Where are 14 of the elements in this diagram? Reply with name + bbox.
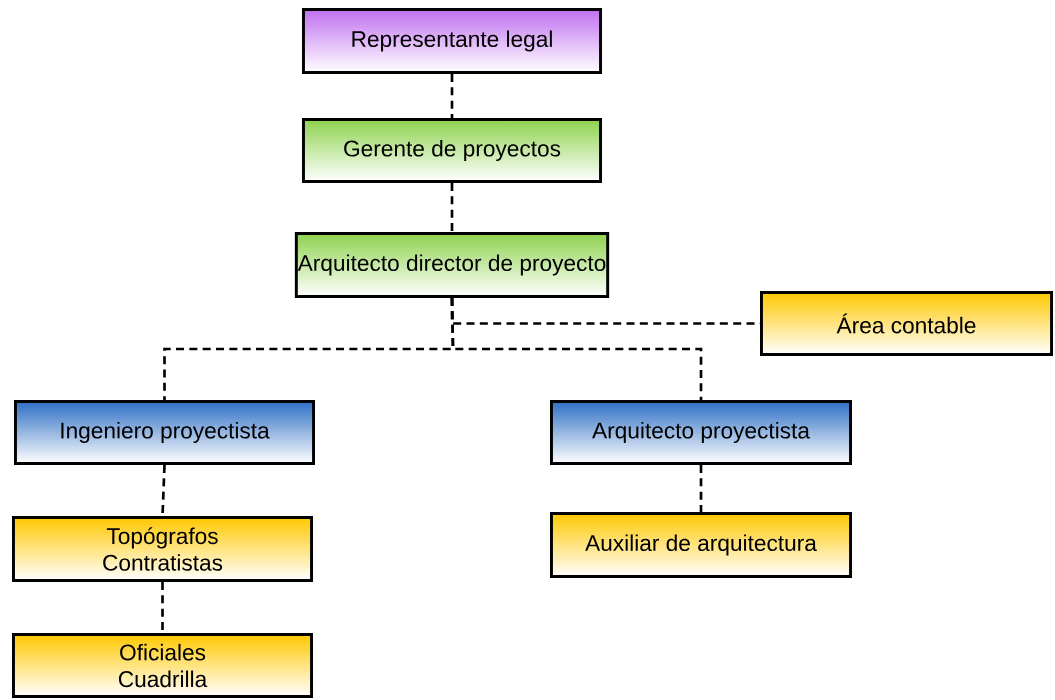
role-box: Topógrafos Contratistas: [12, 516, 313, 582]
connector-line: [450, 297, 703, 400]
role-box: Oficiales Cuadrilla: [12, 633, 313, 698]
role-box: Arquitecto proyectista: [550, 400, 852, 465]
connector-line: [161, 582, 164, 633]
connector-line: [450, 183, 454, 232]
role-box: Área contable: [760, 291, 1053, 356]
role-box: Representante legal: [302, 8, 602, 74]
connector-line: [450, 74, 454, 118]
role-box: Auxiliar de arquitectura: [550, 512, 852, 578]
role-box: Ingeniero proyectista: [14, 400, 315, 465]
role-box: Arquitecto director de proyecto: [294, 232, 610, 298]
role-box: Gerente de proyectos: [302, 118, 602, 183]
connector-line: [699, 465, 703, 512]
